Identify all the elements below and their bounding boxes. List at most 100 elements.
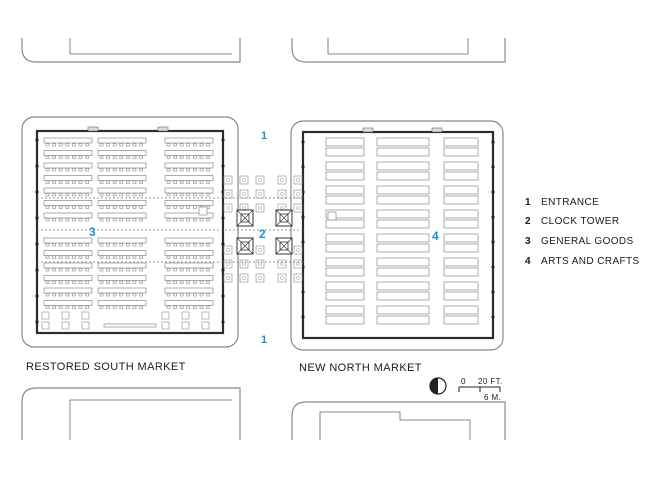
plaza-table xyxy=(293,175,303,185)
stall-chair xyxy=(99,280,104,284)
stall xyxy=(164,237,214,244)
legend-label: ENTRANCE xyxy=(541,197,599,208)
stall-chair xyxy=(119,205,124,209)
stall-chair xyxy=(132,180,137,184)
north-market-stalls xyxy=(301,127,495,325)
stall-chair xyxy=(139,168,143,172)
stall xyxy=(376,243,430,253)
stall-chair xyxy=(166,218,171,222)
stall-chair xyxy=(119,218,124,222)
stall-chair xyxy=(72,193,76,197)
stall-chair xyxy=(139,143,143,147)
plaza-table-top xyxy=(258,206,262,210)
stall-chair xyxy=(45,243,50,247)
table-cluster xyxy=(201,321,210,330)
stall-chair xyxy=(99,143,104,147)
stall-chair xyxy=(119,155,124,159)
stall-chair xyxy=(126,280,130,284)
stall-chair xyxy=(199,218,204,222)
marker-entrance-bottom: 1 xyxy=(261,334,267,346)
column-post xyxy=(301,140,305,144)
stall-chair xyxy=(45,305,50,309)
stall-chair xyxy=(78,155,83,159)
stall xyxy=(325,233,365,243)
stall-chair xyxy=(132,205,137,209)
stall-chair xyxy=(112,143,117,147)
stall-chair xyxy=(199,193,204,197)
stall-chair xyxy=(52,293,56,297)
plaza-table-top xyxy=(296,178,300,182)
stall-chair xyxy=(112,293,117,297)
stall-chair xyxy=(173,305,177,309)
stall xyxy=(97,275,147,281)
stall-chair xyxy=(173,280,177,284)
stall-chair xyxy=(179,293,184,297)
stall xyxy=(443,147,479,157)
plaza-table xyxy=(255,259,265,269)
stall-chair xyxy=(106,280,110,284)
plaza-table-top xyxy=(226,262,230,266)
stall-chair xyxy=(193,293,197,297)
stall-chair xyxy=(72,293,76,297)
stall-chair xyxy=(52,155,56,159)
legend-num: 4 xyxy=(525,256,531,267)
stall-chair xyxy=(173,155,177,159)
stall-chair xyxy=(179,193,184,197)
column-post xyxy=(301,240,305,244)
stall-chair xyxy=(173,293,177,297)
stall-chair xyxy=(139,155,143,159)
stall-chair xyxy=(45,255,50,259)
stall-chair xyxy=(186,280,191,284)
stall xyxy=(97,150,147,156)
column-post xyxy=(35,320,39,324)
stall-chair xyxy=(106,193,110,197)
stall-chair xyxy=(78,193,83,197)
stall-chair xyxy=(139,305,143,309)
column-post xyxy=(221,164,225,168)
stall-chair xyxy=(132,218,137,222)
stall-chair xyxy=(52,305,56,309)
column-post xyxy=(301,165,305,169)
stall xyxy=(164,262,214,269)
stall xyxy=(376,195,430,205)
stall-chair xyxy=(126,143,130,147)
stall xyxy=(164,137,214,144)
stall-chair xyxy=(199,168,204,172)
stall xyxy=(97,137,147,144)
stall-chair xyxy=(58,155,63,159)
stall-chair xyxy=(166,243,171,247)
stall-chair xyxy=(65,243,70,247)
column-post xyxy=(491,215,495,219)
stall-chair xyxy=(99,255,104,259)
stall-chair xyxy=(112,255,117,259)
stall-chair xyxy=(206,305,210,309)
stall-chair xyxy=(106,305,110,309)
south-market-caption: RESTORED SOUTH MARKET xyxy=(26,361,186,373)
stall xyxy=(97,187,147,194)
stall-chair xyxy=(199,268,204,272)
column-post xyxy=(301,215,305,219)
stall-chair xyxy=(78,180,83,184)
column-post xyxy=(221,242,225,246)
table-cluster xyxy=(61,311,70,320)
stall-chair xyxy=(193,155,197,159)
stall-chair xyxy=(166,193,171,197)
stall-chair xyxy=(72,205,76,209)
plaza-table xyxy=(223,245,233,255)
stall xyxy=(443,161,479,171)
north-arrow-icon xyxy=(429,377,447,395)
plaza-table-top xyxy=(280,262,284,266)
table-cluster xyxy=(41,311,50,320)
plaza-table-top xyxy=(296,248,300,252)
table-cluster xyxy=(201,311,210,320)
stall-chair xyxy=(72,218,76,222)
stall-chair xyxy=(186,305,191,309)
stall-chair xyxy=(65,193,70,197)
stall-chair xyxy=(173,193,177,197)
plaza-table xyxy=(255,175,265,185)
block-bottom-left xyxy=(21,387,241,440)
stall xyxy=(43,150,93,156)
stall xyxy=(325,257,365,267)
stall-chair xyxy=(106,243,110,247)
plaza-table-top xyxy=(258,248,262,252)
